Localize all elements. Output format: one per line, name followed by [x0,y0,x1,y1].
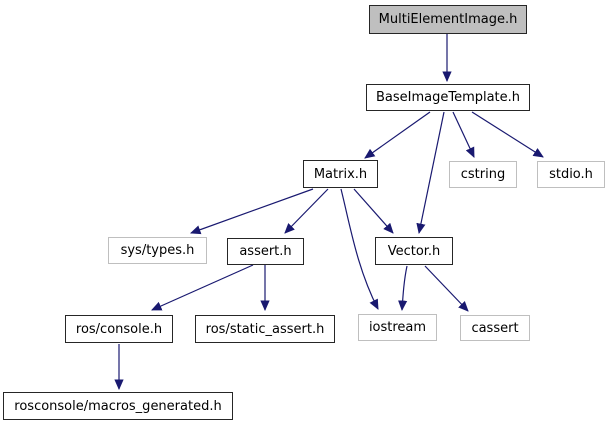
node-stdio-h: stdio.h [537,161,605,188]
node-assert-h[interactable]: assert.h [227,238,304,265]
node-matrix-h[interactable]: Matrix.h [303,160,378,188]
edge-vector-to-cassert [424,265,469,312]
node-ros-console-h[interactable]: ros/console.h [65,315,173,343]
node-sys-types-h: sys/types.h [108,237,207,264]
edge-baseimagetemplate-to-stdio [471,111,544,158]
edge-assert-to-rosconsole [151,264,254,311]
node-multielementimage-h: MultiElementImage.h [369,5,527,34]
node-ros-static-assert-h[interactable]: ros/static_assert.h [195,315,335,343]
edge-baseimagetemplate-to-matrix [364,111,431,159]
node-baseimagetemplate-h[interactable]: BaseImageTemplate.h [366,84,530,111]
edge-matrix-to-assert [284,188,329,234]
edge-vector-to-iostream [398,265,408,312]
edge-matrix-to-vector [353,188,394,234]
edge-baseimagetemplate-to-vector [416,111,445,235]
node-cstring: cstring [449,161,517,188]
edge-matrix-to-iostream [340,188,379,310]
node-cassert: cassert [460,315,530,341]
edge-baseimagetemplate-to-cstring [452,111,475,158]
node-rosconsole-macros-generated-h[interactable]: rosconsole/macros_generated.h [3,392,233,420]
node-iostream: iostream [358,314,437,341]
edge-matrix-to-systypes [190,188,314,235]
node-vector-h[interactable]: Vector.h [375,237,453,265]
